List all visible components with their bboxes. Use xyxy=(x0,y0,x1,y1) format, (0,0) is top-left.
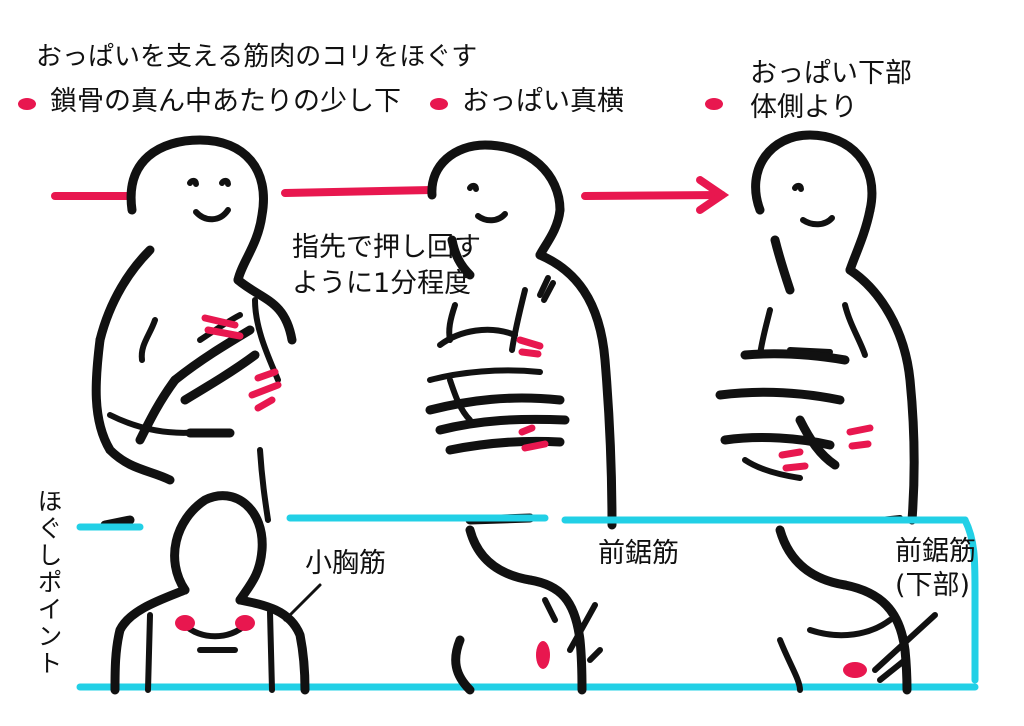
figure-1-pink-marks xyxy=(201,314,282,412)
step-1-label: 鎖骨の真ん中あたりの少し下 xyxy=(50,86,401,117)
muscle-label-3-sub: (下部) xyxy=(895,570,971,601)
step-3-marker xyxy=(705,98,723,110)
progress-arrow xyxy=(51,176,730,214)
step-3-label: おっぱい下部 xyxy=(750,58,912,89)
bottom-figure-3-pink xyxy=(843,662,867,678)
points-frame xyxy=(76,514,979,691)
figure-2-pink-marks xyxy=(516,336,549,452)
bottom-figure-serratus-lower xyxy=(775,525,938,695)
step-3-label-sub: 体側より xyxy=(750,92,858,123)
figure-3-under-massage xyxy=(715,130,919,525)
figure-2-side-massage xyxy=(425,140,617,530)
instruction-note: 指先で押し回すように1分程度 xyxy=(292,232,481,299)
figure-3-pink-marks xyxy=(778,424,874,472)
step-2-marker xyxy=(430,98,448,110)
page-title: おっぱいを支える筋肉のコリをほぐす xyxy=(36,42,478,72)
muscle-label-2: 前鋸筋 xyxy=(598,538,679,569)
muscle-label-3: 前鋸筋 xyxy=(895,536,976,567)
bottom-figure-pectoralis-minor xyxy=(110,491,322,695)
step-2-label: おっぱい真横 xyxy=(462,86,624,117)
step-1-marker xyxy=(18,98,36,110)
bottom-figure-1-pink xyxy=(175,615,255,631)
bottom-figure-2-pink xyxy=(536,641,550,669)
points-heading: ほぐしポイント xyxy=(34,488,63,677)
bottom-figure-serratus xyxy=(451,525,603,695)
muscle-label-1: 小胸筋 xyxy=(305,548,386,579)
